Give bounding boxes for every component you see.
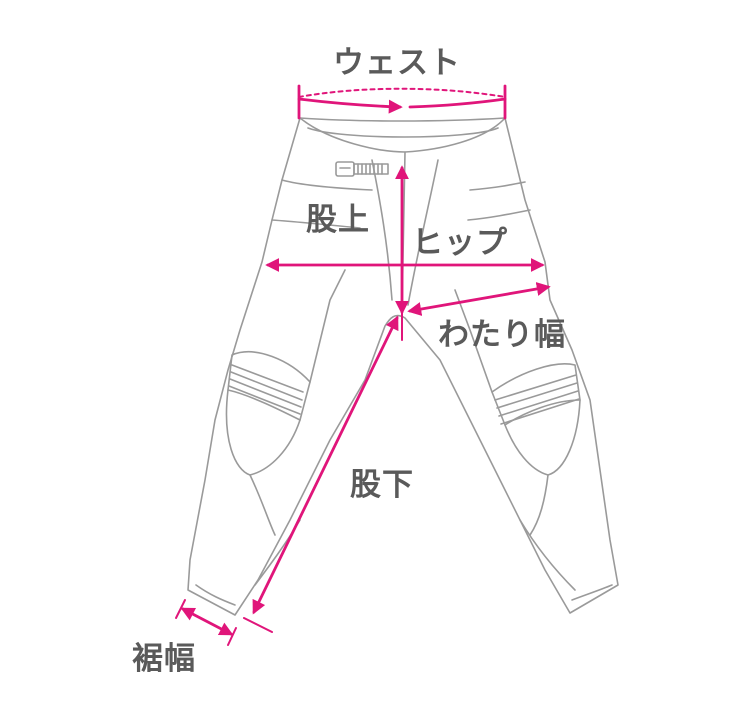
rise-label: 股上 [306,202,370,238]
waistband [299,117,506,153]
hem-label: 裾幅 [132,641,196,677]
hem-measure [175,599,237,646]
pants-silhouette [187,117,619,616]
hip-label: ヒップ [412,225,508,261]
knee-panel-left [227,351,311,421]
inseam-measure [252,315,399,615]
inseam-label: 股下 [350,467,414,503]
measurement-lines [175,84,551,646]
thigh-measure [407,282,551,316]
waist-label: ウェスト [333,45,461,81]
thigh-label: わたり幅 [438,317,566,353]
waist-measure [297,84,507,120]
waist-buckle [335,161,389,177]
